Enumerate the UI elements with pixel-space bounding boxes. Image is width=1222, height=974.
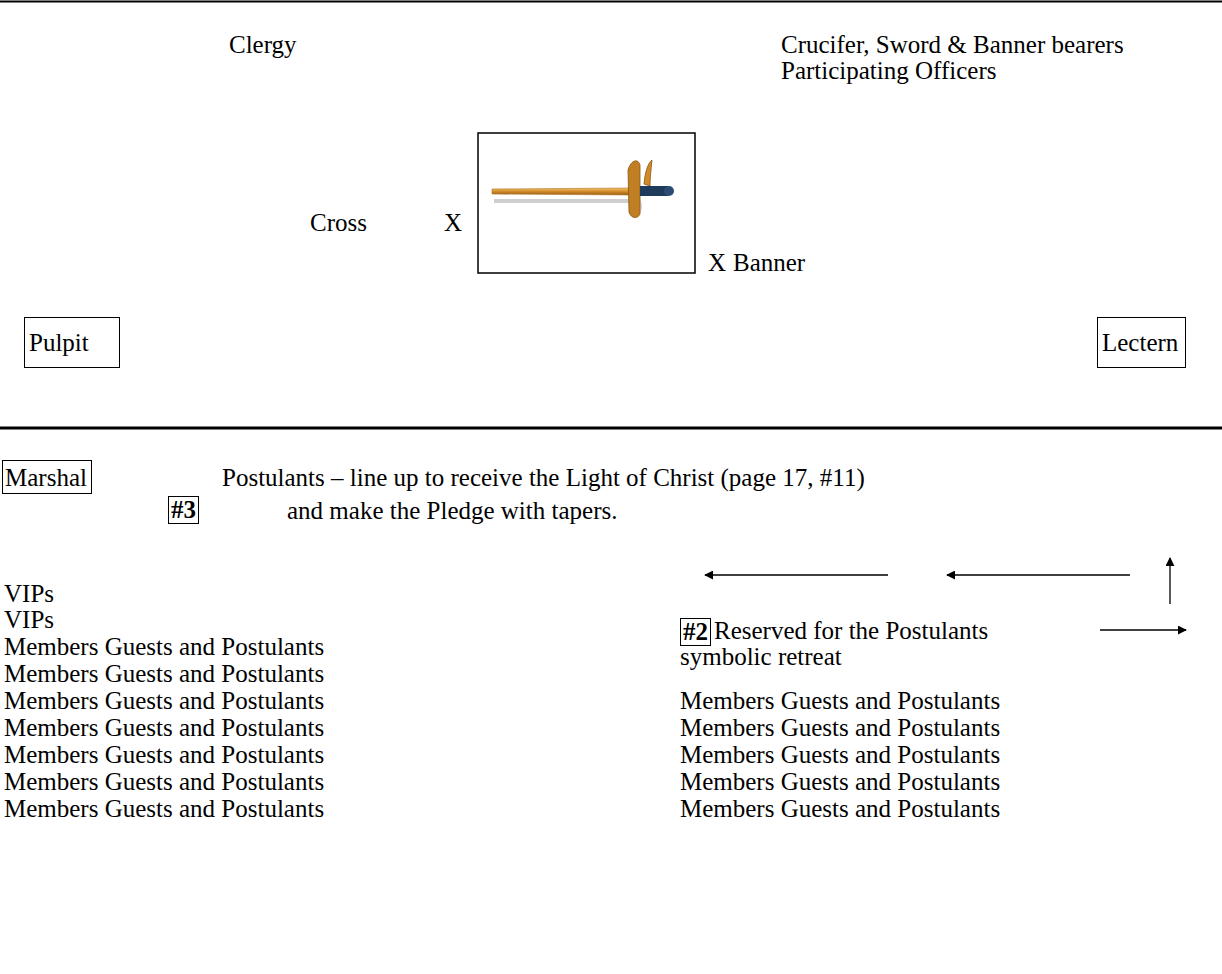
callout-box: #2 bbox=[680, 618, 711, 646]
reserved-note: symbolic retreat bbox=[680, 643, 842, 670]
seat-row: Members Guests and Postulants bbox=[680, 795, 1000, 822]
box-text: #2 bbox=[683, 620, 708, 644]
box-text: Marshal bbox=[5, 464, 87, 491]
instruction-note: and make the Pledge with tapers. bbox=[287, 497, 617, 524]
position-label: Cross bbox=[310, 209, 367, 236]
position-mark: X bbox=[708, 249, 726, 276]
seat-row: Members Guests and Postulants bbox=[4, 633, 324, 660]
reserved-note: Reserved for the Postulants bbox=[714, 617, 988, 644]
box-text: #3 bbox=[171, 498, 196, 522]
seat-row: Members Guests and Postulants bbox=[680, 687, 1000, 714]
seat-row: Members Guests and Postulants bbox=[4, 768, 324, 795]
instruction-note: Postulants – line up to receive the Ligh… bbox=[222, 464, 865, 491]
seat-row: VIPs bbox=[4, 606, 54, 633]
box-text: Pulpit bbox=[29, 329, 89, 356]
callout-box: #3 bbox=[168, 496, 199, 524]
sword-illustration bbox=[478, 133, 695, 273]
seat-row: Members Guests and Postulants bbox=[4, 714, 324, 741]
seat-row: VIPs bbox=[4, 580, 54, 607]
pulpit-box: Pulpit bbox=[24, 317, 120, 368]
chancel-rule bbox=[0, 427, 1222, 430]
seat-row: Members Guests and Postulants bbox=[4, 660, 324, 687]
position-label: Banner bbox=[733, 249, 805, 276]
top-rule bbox=[0, 1, 1222, 3]
marshal-box: Marshal bbox=[2, 460, 92, 494]
seat-row: Members Guests and Postulants bbox=[680, 714, 1000, 741]
group-label: Participating Officers bbox=[781, 57, 996, 84]
seat-row: Members Guests and Postulants bbox=[4, 741, 324, 768]
seat-row: Members Guests and Postulants bbox=[680, 768, 1000, 795]
group-label: Clergy bbox=[229, 31, 297, 58]
box-text: Lectern bbox=[1102, 329, 1178, 356]
lectern-box: Lectern bbox=[1097, 317, 1186, 368]
position-mark: X bbox=[444, 209, 462, 236]
seat-row: Members Guests and Postulants bbox=[680, 741, 1000, 768]
seat-row: Members Guests and Postulants bbox=[4, 795, 324, 822]
seat-row: Members Guests and Postulants bbox=[4, 687, 324, 714]
group-label: Crucifer, Sword & Banner bearers bbox=[781, 31, 1124, 58]
